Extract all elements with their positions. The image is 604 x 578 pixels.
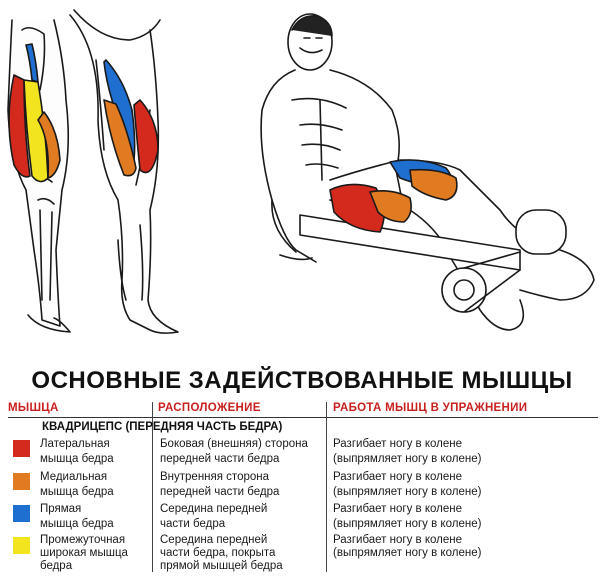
vastus-lateralis-muscle bbox=[8, 74, 31, 178]
column-header-work: РАБОТА МЫШЦ В УПРАЖНЕНИИ bbox=[333, 402, 528, 414]
table-header: МЫШЦА РАСПОЛОЖЕНИЕ РАБОТА МЫШЦ В УПРАЖНЕ… bbox=[0, 402, 604, 420]
column-divider bbox=[152, 402, 153, 572]
vastus-lateralis-muscle-right bbox=[133, 99, 159, 174]
column-divider bbox=[326, 402, 327, 572]
muscle-work: Разгибает ногу в колене(выпрямляет ногу … bbox=[333, 471, 482, 498]
muscle-group-label: КВАДРИЦЕПС (ПЕРЕДНЯЯ ЧАСТЬ БЕДРА) bbox=[42, 421, 283, 433]
seated-vastus-medialis-upper-muscle bbox=[409, 168, 458, 201]
color-swatch bbox=[13, 505, 30, 522]
rectus-femoris-muscle bbox=[25, 43, 39, 83]
vastus-medialis-muscle-right bbox=[103, 99, 137, 177]
leg-extension-machine bbox=[299, 209, 567, 313]
vastus-medialis-muscle bbox=[37, 111, 61, 179]
muscle-work: Разгибает ногу в колене(выпрямляет ногу … bbox=[333, 438, 482, 465]
column-header-muscle: МЫШЦА bbox=[8, 402, 59, 414]
leg-extension-illustration bbox=[7, 9, 595, 334]
color-swatch bbox=[13, 537, 30, 554]
seated-man bbox=[260, 13, 595, 331]
header-divider bbox=[8, 417, 598, 418]
seated-vastus-medialis-muscle bbox=[369, 190, 412, 223]
color-swatch bbox=[13, 473, 30, 490]
color-swatch bbox=[13, 440, 30, 457]
page-title: ОСНОВНЫЕ ЗАДЕЙСТВОВАННЫЕ МЫШЦЫ bbox=[31, 367, 573, 394]
muscle-work: Разгибает ногу в колене(выпрямляет ногу … bbox=[333, 534, 482, 559]
muscle-work: Разгибает ногу в колене(выпрямляет ногу … bbox=[333, 503, 482, 530]
column-header-location: РАСПОЛОЖЕНИЕ bbox=[158, 402, 261, 414]
